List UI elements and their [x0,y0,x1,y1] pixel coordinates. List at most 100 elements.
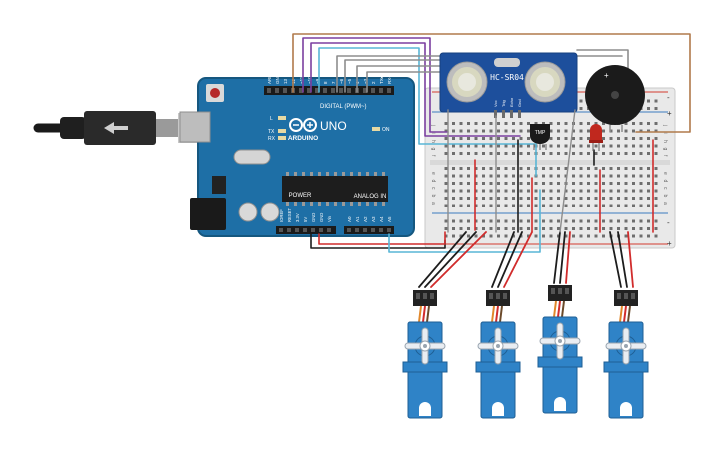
on-led [372,127,380,131]
wire-purple-2[interactable] [310,42,521,137]
analog-pin-label: A2 [363,216,368,222]
lower-terminal-strip[interactable] [440,167,660,207]
piezo-buzzer[interactable]: + [585,65,645,132]
capacitor-2 [260,202,280,222]
servo1-gnd-wire[interactable] [424,231,477,288]
power-pin-label: GND [311,213,316,222]
rail-minus-top: - [667,93,670,102]
wires [292,33,691,253]
servo1-signal-wire[interactable] [418,231,467,288]
servo-motor-icon [475,290,521,419]
servo3-signal-wire[interactable] [553,231,561,284]
tx-led [278,129,286,133]
servo2-gnd-wire[interactable] [497,231,523,288]
servo-motor-icon [603,290,649,419]
row-letter: c [430,187,436,190]
wire-gray-2[interactable] [344,59,441,93]
rail-plus-top: + [667,109,672,118]
piezo-buzzer-icon [585,65,645,125]
ultrasonic-pin-label: Echo [509,97,514,107]
ultrasonic-pin-label: Gnd [517,99,522,107]
crystal-oscillator [233,149,271,165]
atmega-chip [282,176,388,202]
wire-gray-5[interactable] [576,49,629,71]
row-letter: e [430,172,436,175]
row-letter: f [430,155,436,157]
temperature-sensor[interactable]: TMP [530,124,550,150]
wire-cyan-top[interactable] [318,47,537,177]
row-letter: f [662,155,668,157]
wire-red-5v[interactable] [318,231,446,245]
power-pin-label: 3.3V [295,213,300,222]
wire-gray-1[interactable] [336,55,441,93]
row-letter: j [662,124,668,126]
red-led[interactable] [589,124,603,151]
servo-3[interactable] [537,285,583,414]
row-letter: a [430,202,436,205]
l-led [278,116,286,120]
digital-pin-label: ~9 [315,78,320,84]
servo-1[interactable] [402,290,448,419]
wire-brown[interactable] [292,33,691,133]
servo-wires [418,109,634,288]
analog-pin-label: A1 [355,216,360,222]
l-led-label: L [270,116,273,122]
dc-power-jack [190,198,226,230]
servo4-signal-wire[interactable] [609,231,622,288]
wire-gray-servo-c[interactable] [559,109,576,233]
analog-pin-label: A3 [371,216,376,222]
power-pin-label: 5V [303,217,308,222]
row-letter: b [430,195,436,198]
uno-model-label: UNO [320,119,347,133]
usb-cable-icon [33,111,202,145]
row-letter: i [430,133,436,134]
digital-pin-label: RX◂0 [387,72,392,84]
servo-motor-icon [537,285,583,414]
row-letter: g [662,148,668,151]
servo4-power-wire[interactable] [627,231,634,288]
tx-led-label: TX [268,129,275,135]
row-letter: g [430,148,436,151]
arduino-logo-icon [289,118,317,132]
wire-cyan-a5[interactable] [388,189,541,253]
ultrasonic-model-label: HC-SR04 [490,73,524,82]
servo3-power-wire[interactable] [565,231,571,284]
servo-motors [402,285,649,419]
row-letter: i [662,133,668,134]
digital-pin-header[interactable] [264,86,394,95]
analog-pin-label: A4 [379,216,384,222]
servo-4[interactable] [603,290,649,419]
wire-gray-4[interactable] [366,71,441,93]
digital-pin-label: 7 [331,81,336,84]
row-letter: d [430,180,436,183]
analog-pin-header[interactable] [344,226,394,234]
digital-pin-label: ~3 [363,78,368,84]
digital-pin-label: ~6 [339,78,344,84]
row-letter: e [662,172,668,175]
tmp-label: TMP [535,130,546,136]
servo4-gnd-wire[interactable] [617,231,628,288]
row-letter: h [662,140,668,143]
servo-motor-icon [402,290,448,419]
buzzer-plus-label: + [604,71,609,80]
row-letter: j [430,124,436,126]
servo-2[interactable] [475,290,521,419]
wire-gray-3[interactable] [356,65,441,93]
rx-led-label: RX [268,136,276,142]
digital-pin-label: AREF [267,72,272,84]
power-pin-label: RESET [287,208,292,222]
wire-purple[interactable] [302,37,449,133]
digital-pin-label: ~11 [299,76,304,84]
analog-in-label: ANALOG IN [354,194,387,200]
servo1-power-wire[interactable] [430,231,487,288]
digital-pin-label: GND [275,73,280,84]
servo2-power-wire[interactable] [503,231,533,288]
digital-pin-label: ~5 [347,78,352,84]
digital-pin-label: 13 [283,78,288,84]
servo3-gnd-wire[interactable] [559,231,566,284]
servo2-signal-wire[interactable] [491,231,515,288]
